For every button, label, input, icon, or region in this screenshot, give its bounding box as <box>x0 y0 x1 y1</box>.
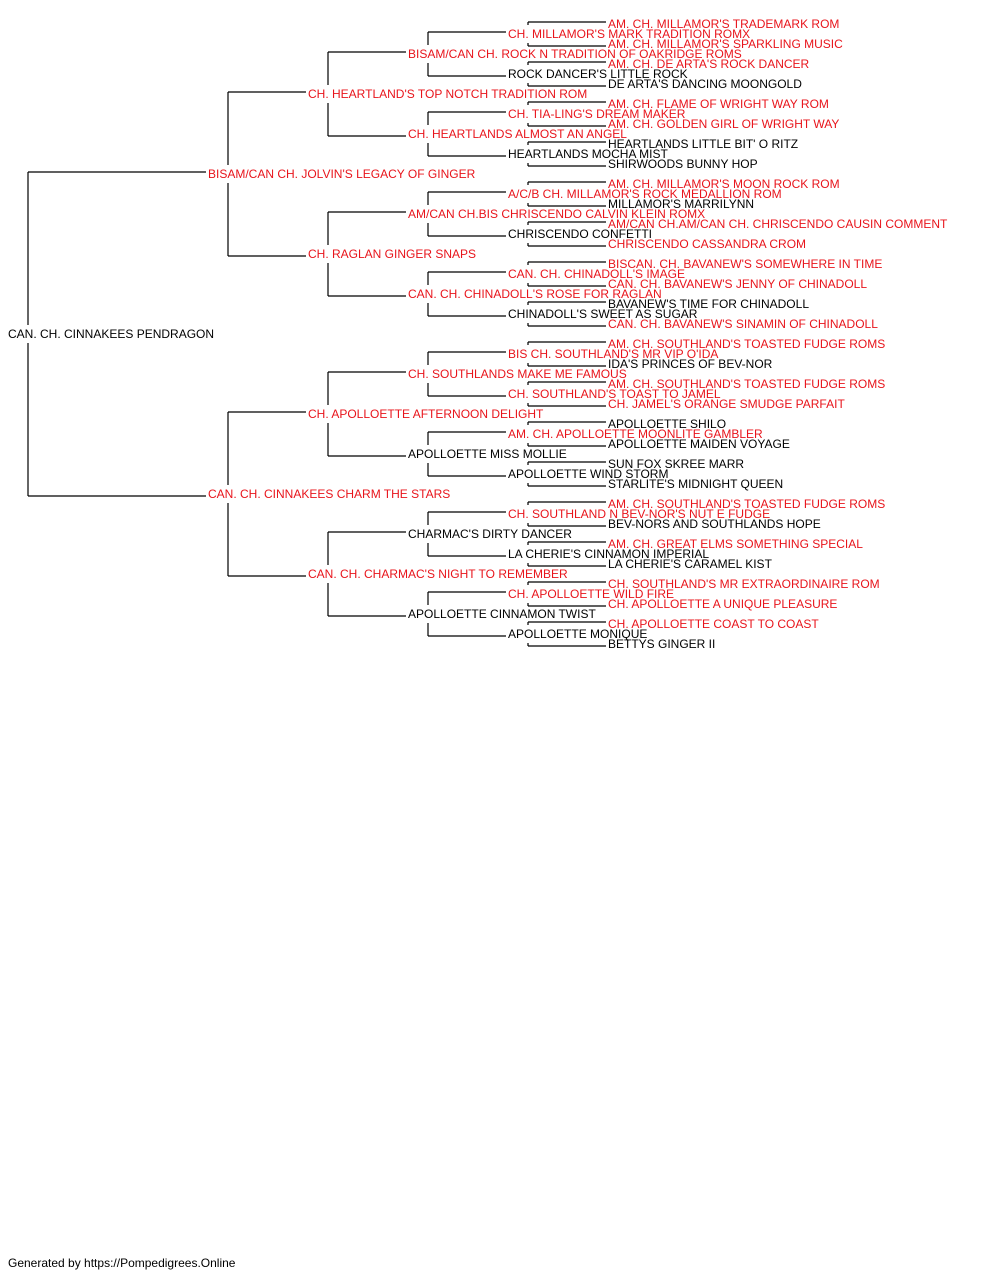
pedigree-sire-dam-sire-dam-name: CHRISCENDO CONFETTI <box>508 227 652 241</box>
pedigree-dam-sire-name: CH. APOLLOETTE AFTERNOON DELIGHT <box>308 407 544 421</box>
pedigree-dam-dam-dam-sire-sire-name: CH. SOUTHLAND'S MR EXTRAORDINAIRE ROM <box>608 577 880 591</box>
pedigree-sire-sire-dam-name: CH. HEARTLANDS ALMOST AN ANGEL <box>408 127 627 141</box>
pedigree-sire-dam-sire-dam-sire-name: AM/CAN CH.AM/CAN CH. CHRISCENDO CAUSIN C… <box>608 217 948 231</box>
pedigree-dam-dam-dam-sire-name: CH. APOLLOETTE WILD FIRE <box>508 587 674 601</box>
pedigree-sire-sire-sire-sire-sire-name: AM. CH. MILLAMOR'S TRADEMARK ROM <box>608 17 839 31</box>
pedigree-dam-dam-sire-sire-dam-name: BEV-NORS AND SOUTHLANDS HOPE <box>608 517 821 531</box>
pedigree-sire-dam-dam-dam-sire-name: BAVANEW'S TIME FOR CHINADOLL <box>608 297 809 311</box>
pedigree-dam-sire-sire-name: CH. SOUTHLANDS MAKE ME FAMOUS <box>408 367 627 381</box>
pedigree-dam-sire-dam-dam-name: APOLLOETTE WIND STORM <box>508 467 668 481</box>
pedigree-dam-dam-sire-sire-sire-name: AM. CH. SOUTHLAND'S TOASTED FUDGE ROMS <box>608 497 885 511</box>
pedigree-sire-sire-sire-sire-name: CH. MILLAMOR'S MARK TRADITION ROMX <box>508 27 750 41</box>
pedigree-sire-sire-sire-dam-sire-name: AM. CH. DE ARTA'S ROCK DANCER <box>608 57 810 71</box>
pedigree-sire-dam-dam-sire-sire-name: BISCAN. CH. BAVANEW'S SOMEWHERE IN TIME <box>608 257 882 271</box>
pedigree-dam-sire-dam-dam-dam-name: STARLITE'S MIDNIGHT QUEEN <box>608 477 783 491</box>
pedigree-sire-dam-dam-dam-dam-name: CAN. CH. BAVANEW'S SINAMIN OF CHINADOLL <box>608 317 878 331</box>
pedigree-dam-dam-sire-sire-name: CH. SOUTHLAND N BEV-NOR'S NUT E FUDGE <box>508 507 770 521</box>
pedigree-dam-sire-sire-sire-sire-name: AM. CH. SOUTHLAND'S TOASTED FUDGE ROMS <box>608 337 885 351</box>
pedigree-dam-sire-dam-sire-name: AM. CH. APOLLOETTE MOONLITE GAMBLER <box>508 427 763 441</box>
pedigree-dam-sire-sire-dam-name: CH. SOUTHLAND'S TOAST TO JAMEL <box>508 387 721 401</box>
pedigree-dam-sire-sire-sire-name: BIS CH. SOUTHLAND'S MR VIP O'IDA <box>508 347 718 361</box>
pedigree-dam-sire-dam-name: APOLLOETTE MISS MOLLIE <box>408 447 567 461</box>
pedigree-dam-dam-dam-dam-name: APOLLOETTE MONIQUE <box>508 627 647 641</box>
pedigree-sire-sire-sire-dam-dam-name: DE ARTA'S DANCING MOONGOLD <box>608 77 802 91</box>
pedigree-dam-sire-sire-sire-dam-name: IDA'S PRINCES OF BEV-NOR <box>608 357 773 371</box>
pedigree-dam-dam-sire-name: CHARMAC'S DIRTY DANCER <box>408 527 572 541</box>
pedigree-sire-dam-dam-name: CAN. CH. CHINADOLL'S ROSE FOR RAGLAN <box>408 287 662 301</box>
pedigree-dam-dam-dam-dam-sire-name: CH. APOLLOETTE COAST TO COAST <box>608 617 819 631</box>
pedigree-dam-sire-dam-sire-dam-name: APOLLOETTE MAIDEN VOYAGE <box>608 437 790 451</box>
pedigree-sire-dam-sire-name: AM/CAN CH.BIS CHRISCENDO CALVIN KLEIN RO… <box>408 207 705 221</box>
pedigree-dam-sire-dam-sire-sire-name: APOLLOETTE SHILO <box>608 417 726 431</box>
pedigree-sire-sire-dam-sire-dam-name: AM. CH. GOLDEN GIRL OF WRIGHT WAY <box>608 117 839 131</box>
pedigree-sire-name: BISAM/CAN CH. JOLVIN'S LEGACY OF GINGER <box>208 167 476 181</box>
pedigree-sire-sire-dam-sire-sire-name: AM. CH. FLAME OF WRIGHT WAY ROM <box>608 97 829 111</box>
pedigree-dam-sire-sire-dam-sire-name: AM. CH. SOUTHLAND'S TOASTED FUDGE ROMS <box>608 377 885 391</box>
pedigree-dam-dam-dam-sire-dam-name: CH. APOLLOETTE A UNIQUE PLEASURE <box>608 597 837 611</box>
pedigree-sire-dam-sire-sire-name: A/C/B CH. MILLAMOR'S ROCK MEDALLION ROM <box>508 187 782 201</box>
pedigree-dam-name: CAN. CH. CINNAKEES CHARM THE STARS <box>208 487 450 501</box>
pedigree-dam-dam-dam-name: APOLLOETTE CINNAMON TWIST <box>408 607 596 621</box>
pedigree-dam-dam-dam-dam-dam-name: BETTYS GINGER II <box>608 637 715 651</box>
pedigree-sire-sire-name: CH. HEARTLAND'S TOP NOTCH TRADITION ROM <box>308 87 587 101</box>
pedigree-sire-sire-dam-dam-dam-name: SHIRWOODS BUNNY HOP <box>608 157 758 171</box>
pedigree-sire-dam-dam-dam-name: CHINADOLL'S SWEET AS SUGAR <box>508 307 698 321</box>
pedigree-dam-dam-sire-dam-name: LA CHERIE'S CINNAMON IMPERIAL <box>508 547 709 561</box>
pedigree-sire-sire-dam-dam-sire-name: HEARTLANDS LITTLE BIT' O RITZ <box>608 137 798 151</box>
pedigree-sire-sire-sire-name: BISAM/CAN CH. ROCK N TRADITION OF OAKRID… <box>408 47 742 61</box>
pedigree-dam-dam-sire-dam-sire-name: AM. CH. GREAT ELMS SOMETHING SPECIAL <box>608 537 863 551</box>
pedigree-dam-sire-dam-dam-sire-name: SUN FOX SKREE MARR <box>608 457 744 471</box>
pedigree-sire-dam-name: CH. RAGLAN GINGER SNAPS <box>308 247 476 261</box>
pedigree-sire-dam-sire-sire-dam-name: MILLAMOR'S MARRILYNN <box>608 197 754 211</box>
pedigree-sire-dam-dam-sire-name: CAN. CH. CHINADOLL'S IMAGE <box>508 267 685 281</box>
pedigree-sire-dam-dam-sire-dam-name: CAN. CH. BAVANEW'S JENNY OF CHINADOLL <box>608 277 867 291</box>
pedigree-sire-sire-dam-dam-name: HEARTLANDS MOCHA MIST <box>508 147 668 161</box>
pedigree-dam-dam-name: CAN. CH. CHARMAC'S NIGHT TO REMEMBER <box>308 567 568 581</box>
pedigree-name: CAN. CH. CINNAKEES PENDRAGON <box>8 327 214 341</box>
pedigree-sire-dam-sire-dam-dam-name: CHRISCENDO CASSANDRA CROM <box>608 237 806 251</box>
pedigree-sire-sire-dam-sire-name: CH. TIA-LING'S DREAM MAKER <box>508 107 686 121</box>
pedigree-sire-sire-sire-sire-dam-name: AM. CH. MILLAMOR'S SPARKLING MUSIC <box>608 37 843 51</box>
pedigree-sire-dam-sire-sire-sire-name: AM. CH. MILLAMOR'S MOON ROCK ROM <box>608 177 840 191</box>
pedigree-dam-sire-sire-dam-dam-name: CH. JAMEL'S ORANGE SMUDGE PARFAIT <box>608 397 845 411</box>
pedigree-sire-sire-sire-dam-name: ROCK DANCER'S LITTLE ROCK <box>508 67 688 81</box>
generated-by-footer: Generated by https://Pompedigrees.Online <box>8 1256 236 1270</box>
pedigree-dam-dam-sire-dam-dam-name: LA CHERIE'S CARAMEL KIST <box>608 557 773 571</box>
